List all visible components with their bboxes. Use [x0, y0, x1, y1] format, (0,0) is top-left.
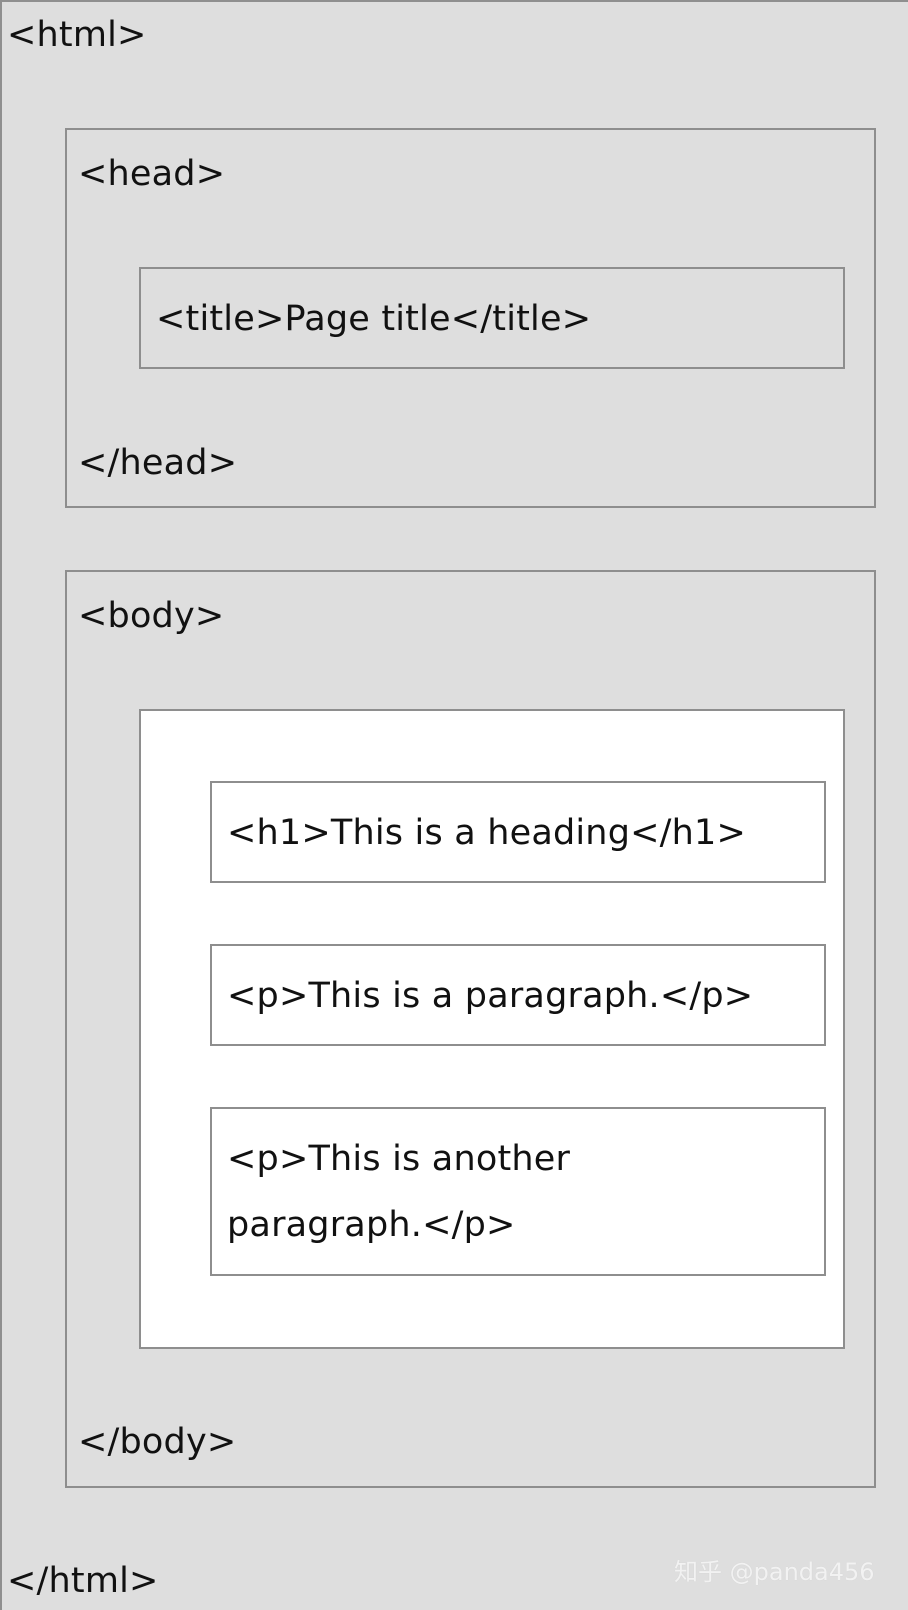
paragraph-2-line-1: <p>This is another — [227, 1139, 571, 1179]
html-close-tag: </html> — [7, 1561, 159, 1601]
head-open-tag: <head> — [78, 154, 226, 194]
head-close-tag: </head> — [78, 443, 238, 483]
paragraph-2-line-2: paragraph.</p> — [227, 1205, 516, 1245]
h1-element: <h1>This is a heading</h1> — [227, 813, 747, 853]
html-open-tag: <html> — [7, 15, 147, 55]
paragraph-1-element: <p>This is a paragraph.</p> — [227, 976, 754, 1016]
watermark: 知乎 @panda456 — [674, 1558, 875, 1586]
title-element: <title>Page title</title> — [156, 299, 592, 339]
paragraph-1-box — [210, 944, 826, 1046]
body-close-tag: </body> — [78, 1422, 237, 1462]
body-open-tag: <body> — [78, 596, 225, 636]
h1-box — [210, 781, 826, 883]
paragraph-2-box — [210, 1107, 826, 1276]
title-box — [139, 267, 845, 369]
